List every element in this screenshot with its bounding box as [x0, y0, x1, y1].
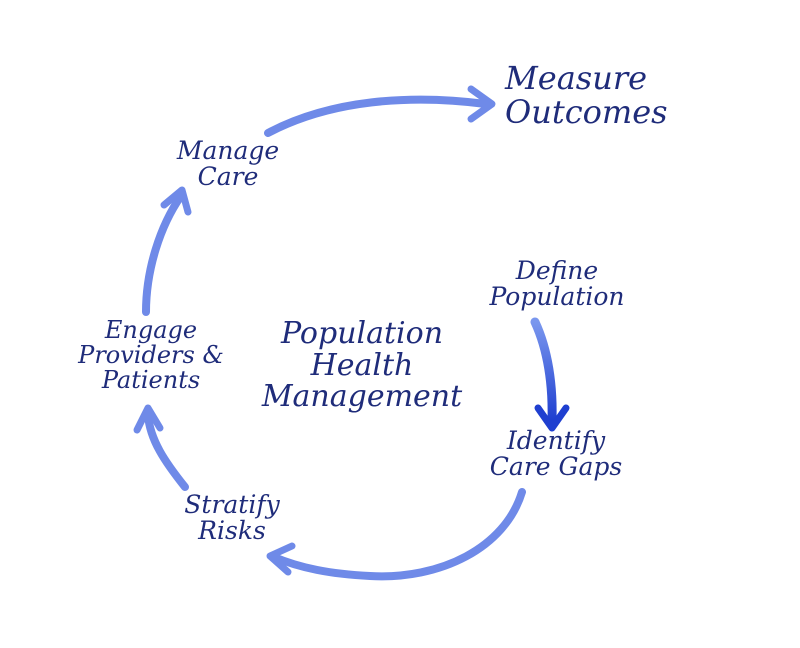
step-measure-outcomes: Measure Outcomes	[505, 59, 668, 131]
step-manage-care: Manage Care	[158, 136, 298, 192]
step-measure-line-1: Measure	[505, 59, 648, 97]
arrow-define-to-identify	[530, 317, 557, 425]
step-engage-line-3: Patients	[101, 366, 201, 395]
arrowhead-define-to-identify	[534, 404, 570, 432]
step-define-population: Define Population	[462, 256, 652, 312]
arrowhead-identify-to-stratify	[266, 542, 296, 576]
step-stratify-line-2: Risks	[198, 516, 266, 546]
step-identify-care-gaps: Identify Care Gaps	[466, 426, 646, 482]
arrowhead-manage-to-measure	[467, 85, 496, 123]
arrow-manage-to-measure	[264, 95, 490, 137]
step-identify-line-1: Identify	[506, 426, 606, 455]
title-line-3: Management	[261, 379, 463, 414]
step-define-line-2: Population	[489, 282, 625, 312]
step-stratify-line-1: Stratify	[184, 490, 280, 519]
step-measure-line-2: Outcomes	[505, 92, 668, 131]
arrowhead-stratify-to-engage	[133, 404, 164, 434]
arrowhead-engage-to-manage	[160, 186, 192, 216]
arrow-engage-to-manage	[142, 192, 185, 316]
step-identify-line-2: Care Gaps	[489, 452, 623, 482]
step-engage-line-2: Providers &	[78, 341, 224, 370]
step-engage-line-1: Engage	[104, 316, 198, 344]
arrow-stratify-to-engage	[144, 411, 189, 491]
step-manage-line-2: Care	[197, 162, 259, 192]
diagram-title: Population Health Management	[228, 318, 496, 413]
step-define-line-1: Define	[515, 256, 599, 285]
step-stratify-risks: Stratify Risks	[162, 490, 302, 546]
step-engage-providers-patients: Engage Providers & Patients	[52, 316, 250, 395]
arrow-identify-to-stratify	[270, 488, 526, 581]
step-manage-line-1: Manage	[176, 136, 280, 165]
title-line-2: Health	[310, 347, 414, 383]
title-line-1: Population	[280, 316, 444, 351]
